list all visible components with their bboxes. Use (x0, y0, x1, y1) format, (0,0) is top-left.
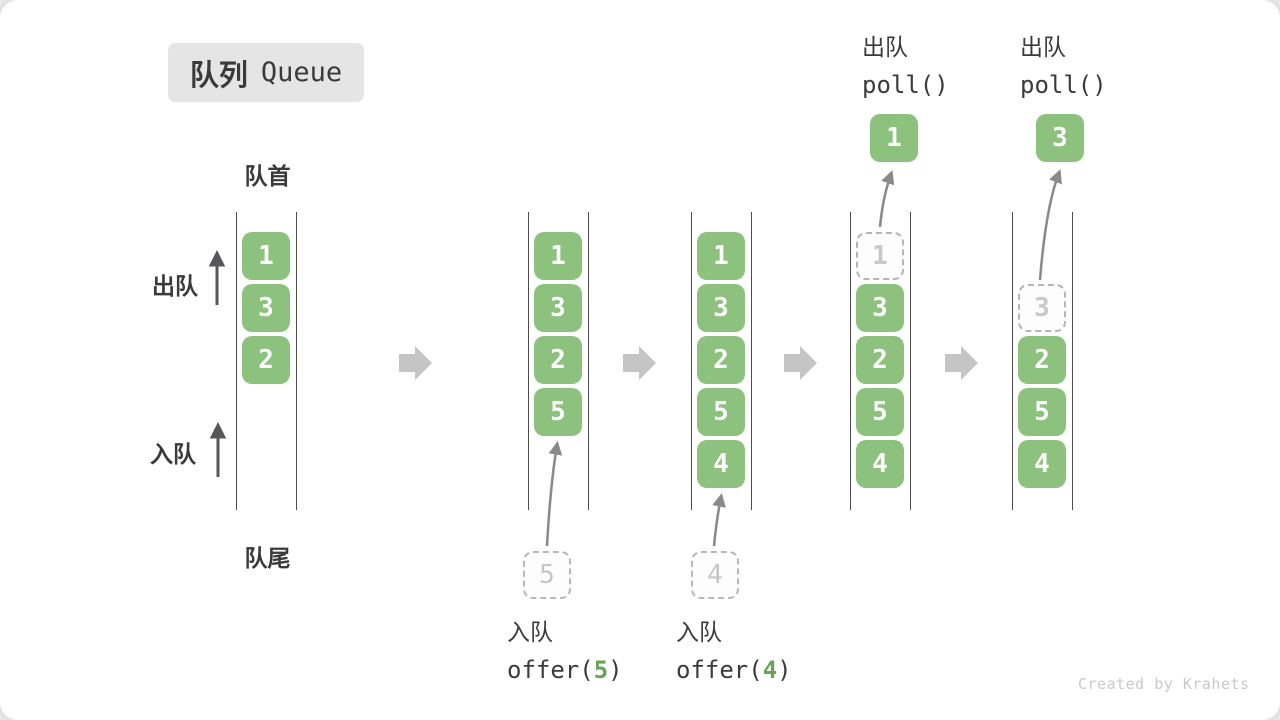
staged-item-4: 4 (691, 551, 739, 599)
queue-state-1: 1 3 2 (236, 212, 297, 510)
staged-item-5: 5 (523, 551, 571, 599)
op-arg: 5 (593, 656, 609, 684)
queue-item: 2 (242, 336, 290, 384)
op-code: poll() (862, 71, 949, 99)
op-action: 出队 (1020, 34, 1066, 60)
title-badge: 队列 Queue (168, 43, 364, 102)
watermark-credit: Created by Krahets (1078, 675, 1250, 693)
state-transition-arrow-1 (399, 346, 432, 380)
op-code: offer(5) (507, 656, 623, 684)
queue-item: 2 (697, 336, 745, 384)
queue-item: 5 (534, 388, 582, 436)
queue-item: 1 (242, 232, 290, 280)
queue-item: 4 (856, 440, 904, 488)
op-action: 入队 (507, 619, 553, 645)
op-action: 出队 (862, 34, 908, 60)
queue-item: 5 (1018, 388, 1066, 436)
label-queue-rear: 队尾 (244, 545, 291, 571)
queue-state-5: 3 2 5 4 (1012, 212, 1073, 510)
queue-item: 3 (856, 284, 904, 332)
queue-item: 3 (242, 284, 290, 332)
queue-item-removed: 3 (1018, 284, 1066, 332)
label-dequeue-side: 出队 (152, 273, 198, 299)
op-label-offer-4: 入队 offer(4) (676, 613, 792, 684)
title-zh: 队列 (189, 59, 248, 92)
queue-item: 1 (534, 232, 582, 280)
queue-item: 5 (697, 388, 745, 436)
state-transition-arrow-2 (623, 346, 656, 380)
queue-item-removed: 1 (856, 232, 904, 280)
queue-item: 2 (1018, 336, 1066, 384)
queue-item: 5 (856, 388, 904, 436)
queue-item: 1 (697, 232, 745, 280)
op-code: offer(4) (676, 656, 792, 684)
queue-state-4: 1 3 2 5 4 (850, 212, 911, 510)
queue-item: 3 (534, 284, 582, 332)
queue-item: 4 (697, 440, 745, 488)
polled-item-1: 1 (870, 114, 918, 162)
queue-item: 3 (697, 284, 745, 332)
op-label-poll-2: 出队 poll() (1020, 28, 1107, 99)
op-arg: 4 (762, 656, 778, 684)
queue-item: 4 (1018, 440, 1066, 488)
op-action: 入队 (676, 619, 722, 645)
title-en: Queue (260, 57, 343, 88)
queue-item: 2 (534, 336, 582, 384)
queue-item: 2 (856, 336, 904, 384)
label-enqueue-side: 入队 (150, 441, 196, 467)
state-transition-arrow-4 (945, 346, 978, 380)
state-transition-arrow-3 (784, 346, 817, 380)
polled-item-3: 3 (1036, 114, 1084, 162)
queue-state-2: 1 3 2 5 (528, 212, 589, 510)
op-label-poll-1: 出队 poll() (862, 28, 949, 99)
op-code: poll() (1020, 71, 1107, 99)
op-label-offer-5: 入队 offer(5) (507, 613, 623, 684)
label-queue-front: 队首 (244, 163, 291, 189)
queue-state-3: 1 3 2 5 4 (691, 212, 752, 510)
